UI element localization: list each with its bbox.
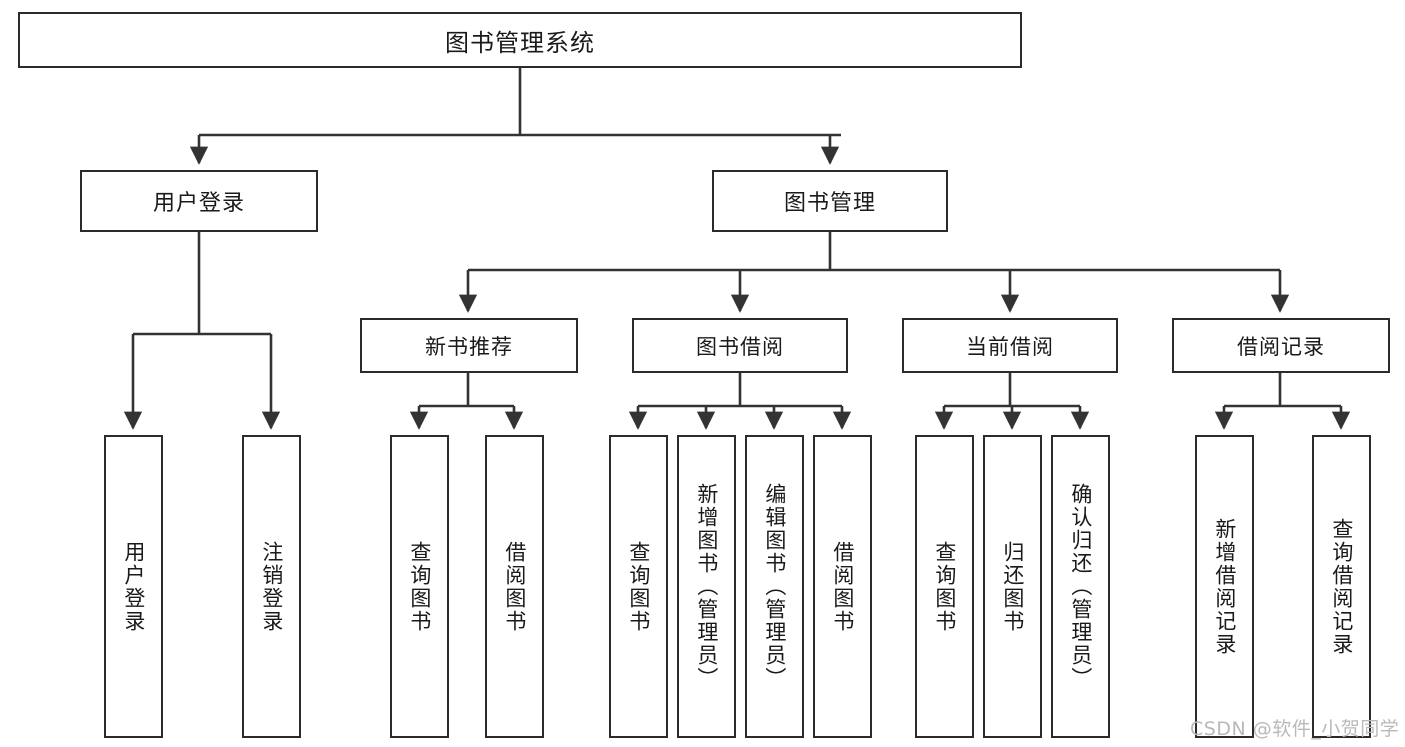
node-new-book-recommend[interactable]: 新书推荐 bbox=[360, 318, 578, 373]
node-leaf-borrow-book-2[interactable]: 借阅图书 bbox=[813, 435, 872, 738]
node-leaf-confirm-return[interactable]: 确认归还（管理员） bbox=[1051, 435, 1110, 738]
node-leaf-add-book-label: 新增图书（管理员） bbox=[694, 483, 719, 690]
node-leaf-edit-book[interactable]: 编辑图书（管理员） bbox=[745, 435, 804, 738]
node-user-login-label: 用户登录 bbox=[152, 191, 245, 216]
csdn-watermark: CSDN @软件_小贺同学 bbox=[1190, 718, 1400, 740]
node-leaf-query-book-3-label: 查询图书 bbox=[932, 540, 957, 633]
node-leaf-edit-book-label: 编辑图书（管理员） bbox=[762, 483, 787, 690]
node-borrow-record[interactable]: 借阅记录 bbox=[1172, 318, 1390, 373]
node-user-login[interactable]: 用户登录 bbox=[80, 170, 318, 232]
node-leaf-query-book-1-label: 查询图书 bbox=[407, 540, 432, 633]
node-leaf-query-book-1[interactable]: 查询图书 bbox=[390, 435, 449, 738]
node-leaf-logout-login[interactable]: 注销登录 bbox=[242, 435, 301, 738]
node-leaf-logout-login-label: 注销登录 bbox=[259, 540, 284, 633]
node-borrow-record-label: 借阅记录 bbox=[1237, 334, 1325, 359]
node-leaf-borrow-book-1-label: 借阅图书 bbox=[502, 540, 527, 633]
node-book-management-label: 图书管理 bbox=[783, 191, 876, 216]
node-leaf-add-book[interactable]: 新增图书（管理员） bbox=[677, 435, 736, 738]
node-book-borrow-label: 图书借阅 bbox=[696, 334, 784, 359]
node-leaf-add-record[interactable]: 新增借阅记录 bbox=[1195, 435, 1254, 738]
node-root-label: 图书管理系统 bbox=[445, 28, 595, 57]
node-book-borrow[interactable]: 图书借阅 bbox=[632, 318, 848, 373]
node-new-book-recommend-label: 新书推荐 bbox=[425, 334, 513, 359]
node-leaf-query-book-2[interactable]: 查询图书 bbox=[609, 435, 668, 738]
node-leaf-return-book-label: 归还图书 bbox=[1000, 540, 1025, 633]
node-leaf-user-login[interactable]: 用户登录 bbox=[104, 435, 163, 738]
node-leaf-return-book[interactable]: 归还图书 bbox=[983, 435, 1042, 738]
node-leaf-confirm-return-label: 确认归还（管理员） bbox=[1068, 483, 1093, 690]
node-book-management[interactable]: 图书管理 bbox=[712, 170, 948, 232]
node-current-borrow[interactable]: 当前借阅 bbox=[902, 318, 1118, 373]
node-leaf-add-record-label: 新增借阅记录 bbox=[1212, 517, 1237, 656]
node-leaf-borrow-book-2-label: 借阅图书 bbox=[830, 540, 855, 633]
node-leaf-user-login-label: 用户登录 bbox=[121, 540, 146, 633]
node-leaf-query-record[interactable]: 查询借阅记录 bbox=[1312, 435, 1371, 738]
node-leaf-borrow-book-1[interactable]: 借阅图书 bbox=[485, 435, 544, 738]
node-root[interactable]: 图书管理系统 bbox=[18, 12, 1022, 68]
node-leaf-query-book-2-label: 查询图书 bbox=[626, 540, 651, 633]
node-current-borrow-label: 当前借阅 bbox=[966, 334, 1054, 359]
node-leaf-query-record-label: 查询借阅记录 bbox=[1329, 517, 1354, 656]
node-leaf-query-book-3[interactable]: 查询图书 bbox=[915, 435, 974, 738]
